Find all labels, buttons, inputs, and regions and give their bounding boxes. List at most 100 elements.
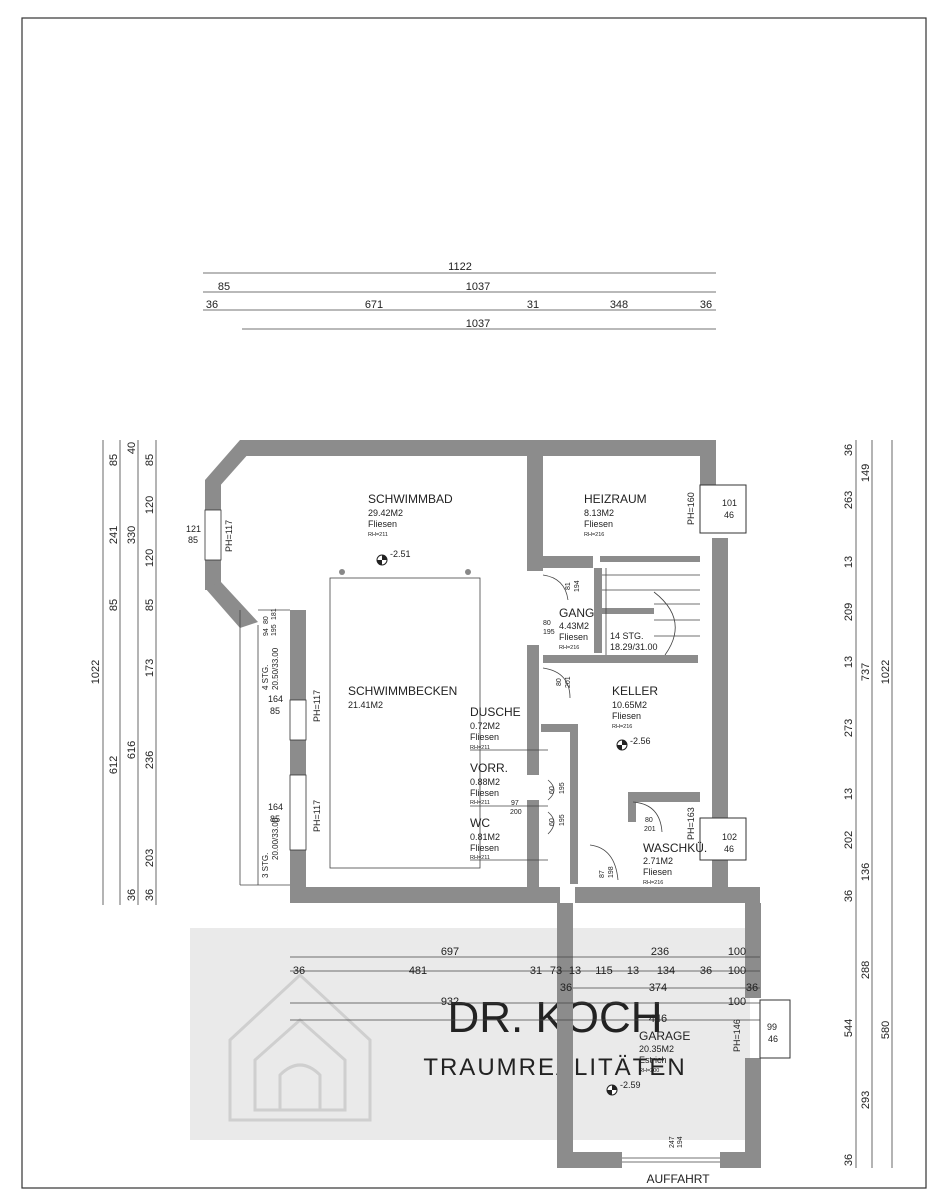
room-name: WC [470,816,490,830]
room-floor: Estrich [639,1055,667,1065]
door-d1-height: 194 [574,580,581,592]
door-d4-width: 97 [511,800,519,807]
door-d6-height: 195 [559,814,566,826]
dim-right-136: 136 [860,863,872,881]
dim-g-697: 697 [441,946,459,958]
room-wc: WC 0.81M2 Fliesen RH=211 [470,816,500,861]
dim-left-40: 40 [126,442,138,454]
dim-left-612: 612 [108,756,120,774]
dim-left-330: 330 [126,526,138,544]
window-w4-width: 99 [767,1022,777,1032]
ph-label: PH=117 [224,520,234,552]
door-d6-width: 60 [549,818,556,826]
dim-g-134: 134 [657,965,675,977]
dim-top-1037b: 1037 [466,318,490,330]
dim-right-202: 202 [843,831,855,849]
ph-label: PH=117 [312,800,322,832]
window-w1-width: 121 [186,524,201,534]
door-d8-height: 198 [608,866,615,878]
room-floor: Fliesen [584,519,613,529]
dim-g-13b: 13 [627,965,639,977]
dim-left-120b: 120 [144,549,156,567]
window-w2-width: 101 [722,498,737,508]
dim-g-100a: 100 [728,946,746,958]
door-d2-height: 195 [543,629,555,636]
dim-g-36b: 36 [700,965,712,977]
dim-top-85: 85 [218,281,230,293]
dim-right-293: 293 [860,1091,872,1109]
room-floor: Fliesen [470,788,499,798]
dim-g-236: 236 [651,946,669,958]
dim-right-273: 273 [843,719,855,737]
room-area: 29.42M2 [368,508,403,518]
dim-g-100c: 100 [728,996,746,1008]
dim-top-348: 348 [610,299,628,311]
dim-left-203: 203 [144,849,156,867]
house-logo-icon [228,972,372,1122]
dim-right-36a: 36 [843,444,855,456]
door-d5-height: 195 [559,782,566,794]
stair-left-1-steps: 4 STG. [261,665,270,690]
dim-right-36c: 36 [843,1154,855,1166]
dim-g-73: 73 [550,965,562,977]
dim-right-149: 149 [860,464,872,482]
dim-right-13c: 13 [843,788,855,800]
room-schwimmbecken: SCHWIMMBECKEN 21.41M2 [348,684,457,710]
thin-lines [239,568,720,1163]
stair-left-1-w: 164 [268,694,283,704]
room-rh: RH=216 [584,532,604,538]
room-vorr: VORR. 0.88M2 Fliesen RH=211 [470,761,508,806]
dim-left-85c: 85 [144,599,156,611]
room-level: -2.51 [390,549,411,559]
dim-right-263: 263 [843,491,855,509]
dim-g-932: 932 [441,996,459,1008]
window-w2-height: 46 [724,510,734,520]
door-d9-width: 94 [263,628,270,636]
dimension-lines [102,272,893,1168]
dim-g-13a: 13 [569,965,581,977]
dim-right-737: 737 [860,663,872,681]
room-rh: RH=216 [559,645,579,651]
dim-right-13a: 13 [843,556,855,568]
stair-left-1-ratio: 20.50/33.00 [271,647,280,690]
room-garage: GARAGE 20.35M2 Estrich RH=200 -2.59 [620,1029,690,1090]
door-d3-height: 201 [565,676,572,688]
watermark-tagline: TRAUMREALITÄTEN [423,1054,686,1081]
door-d10-width: 195 [271,624,278,636]
window-w3-width: 102 [722,832,737,842]
dim-left-85b: 85 [108,454,120,466]
room-area: 0.72M2 [470,721,500,731]
dim-right-544: 544 [843,1019,855,1037]
room-rh: RH=211 [368,532,388,538]
room-floor: Fliesen [612,711,641,721]
ph-label: PH=160 [686,492,696,525]
stair-left-2-steps: 3 STG. [261,853,270,878]
door-d4-height: 200 [510,809,522,816]
room-area: 10.65M2 [612,700,647,710]
room-area: 21.41M2 [348,700,383,710]
pool-ladder-icon [339,569,345,575]
stairs-label: 14 STG. 18.29/31.00 [610,631,658,652]
dim-left-236: 236 [144,751,156,769]
room-name: SCHWIMMBAD [368,492,453,506]
room-name: KELLER [612,684,658,698]
room-rh: RH=216 [643,880,663,886]
dim-g-36a: 36 [293,965,305,977]
stair-left-1-h: 85 [270,706,280,716]
room-dusche: DUSCHE 0.72M2 Fliesen RH=211 [470,705,521,751]
dim-g-446: 446 [649,1013,667,1025]
window-w5-height: 194 [677,1136,684,1148]
door-d1-width: 81 [565,582,572,590]
room-rh: RH=200 [639,1068,659,1074]
dim-left-120a: 120 [144,496,156,514]
dim-top-671: 671 [365,299,383,311]
room-floor: Fliesen [368,519,397,529]
dim-right-1022: 1022 [880,660,892,684]
door-d10-height: 181 [271,608,278,620]
door-d7-height: 201 [644,826,656,833]
dim-left-36: 36 [126,889,138,901]
dim-right-209: 209 [843,603,855,621]
stair-left-2-h: 85 [270,814,280,824]
dim-left-1022: 1022 [90,660,102,684]
dim-g-100b: 100 [728,965,746,977]
